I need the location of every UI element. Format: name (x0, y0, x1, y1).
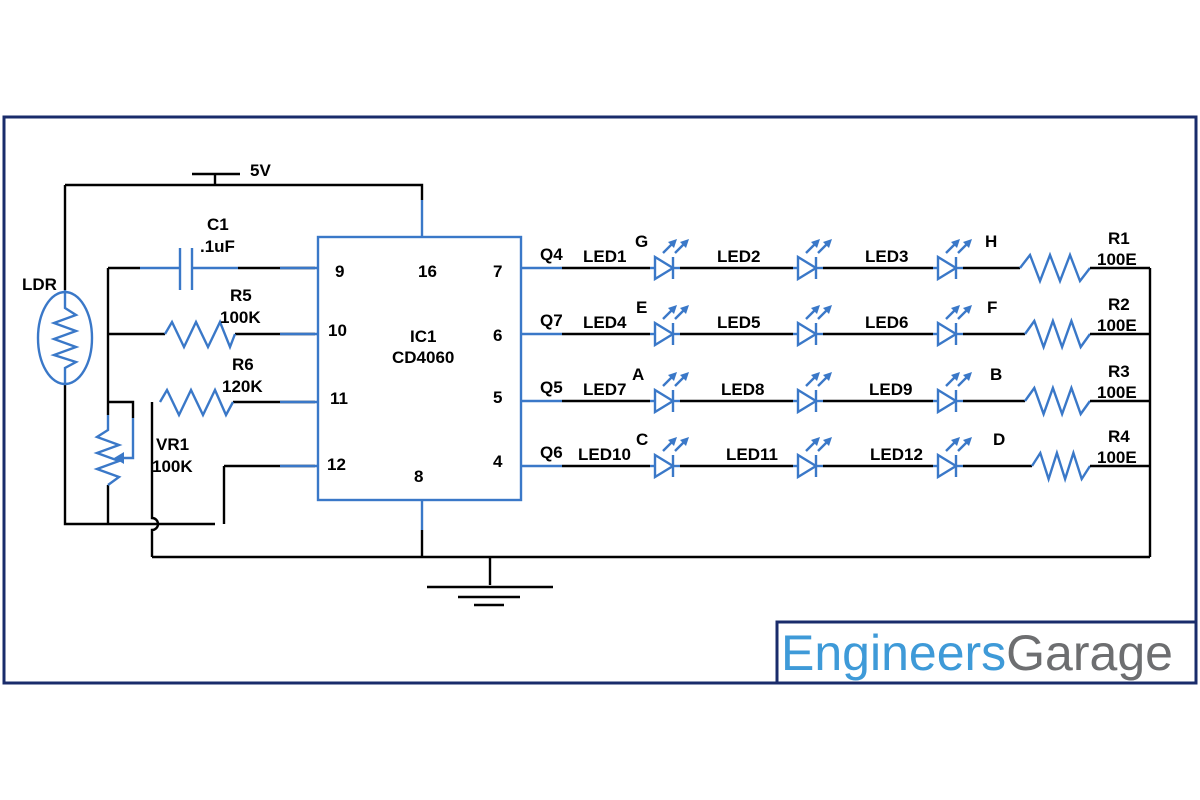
capacitor-c1 (140, 248, 238, 290)
led-symbol (650, 305, 689, 348)
output-row (521, 372, 1150, 418)
pin-12: 12 (327, 455, 346, 474)
ldr-label: LDR (22, 275, 57, 294)
led-symbol (650, 372, 689, 415)
led-symbol (933, 437, 972, 480)
resistor-r6 (158, 387, 235, 418)
resistor-value: 100E (1097, 383, 1137, 402)
resistor-name: R1 (1108, 229, 1130, 248)
led-label: LED3 (865, 247, 908, 266)
segment-label-right: F (987, 298, 997, 317)
led-symbol (793, 305, 832, 348)
vr1-value: 100K (152, 457, 193, 476)
led-label: LED1 (583, 247, 626, 266)
resistor-value: 100E (1097, 316, 1137, 335)
segment-label-left: C (636, 430, 648, 449)
led-label: LED7 (583, 380, 626, 399)
pin-6: 6 (493, 326, 502, 345)
led-label: LED5 (717, 313, 760, 332)
resistor-name: R4 (1108, 427, 1130, 446)
vr1-name: VR1 (156, 435, 189, 454)
c1-value: .1uF (200, 237, 235, 256)
logo-garage: Garage (1006, 625, 1173, 681)
pin-16: 16 (418, 262, 437, 281)
resistor-symbol (1030, 449, 1092, 483)
ic-cd4060 (280, 200, 523, 530)
led-symbol (933, 372, 972, 415)
output-row (521, 239, 1150, 285)
resistor-value: 100E (1097, 250, 1137, 269)
pin-11: 11 (330, 389, 348, 408)
q-output-label: Q6 (540, 443, 563, 462)
resistor-name: R3 (1108, 362, 1130, 381)
resistor-symbol (1024, 384, 1091, 418)
led-label: LED9 (869, 380, 912, 399)
led-symbol (933, 239, 972, 282)
pin-5: 5 (493, 388, 502, 407)
led-label: LED4 (583, 313, 627, 332)
r6-value: 120K (222, 377, 263, 396)
output-rows: LED1 LED2 LED3 Q4 G H R1 100E LED4 LED5 LED6 Q7 E F R2… (521, 229, 1150, 483)
resistor-name: R2 (1108, 295, 1130, 314)
segment-label-right: H (985, 232, 997, 251)
ldr-symbol (36, 290, 94, 386)
resistor-value: 100E (1097, 448, 1137, 467)
led-label: LED10 (578, 445, 631, 464)
resistor-symbol (1019, 251, 1091, 285)
pin-10: 10 (328, 321, 347, 340)
diagram-frame (2, 115, 1198, 685)
led-symbol (793, 437, 832, 480)
resistor-symbol (1024, 317, 1091, 351)
output-row (521, 305, 1150, 351)
ic-name: IC1 (410, 327, 436, 346)
segment-label-right: D (993, 430, 1005, 449)
r6-name: R6 (232, 355, 254, 374)
pin-7: 7 (493, 262, 502, 281)
potentiometer-vr1 (93, 415, 135, 486)
led-label: LED6 (865, 313, 908, 332)
svg-text:EngineersGarage: EngineersGarage (781, 625, 1173, 681)
output-row (521, 437, 1150, 483)
led-label: LED12 (870, 445, 923, 464)
led-symbol (933, 305, 972, 348)
led-label: LED11 (726, 445, 778, 464)
r5-name: R5 (230, 286, 252, 305)
pin-8: 8 (414, 467, 423, 486)
segment-label-left: G (635, 232, 648, 251)
q-output-label: Q4 (540, 245, 563, 264)
supply-label: 5V (250, 161, 271, 180)
led-symbol (650, 239, 689, 282)
led-label: LED2 (717, 247, 760, 266)
logo-engineers: Engineers (781, 625, 1006, 681)
resistor-r5 (163, 319, 237, 351)
q-output-label: Q5 (540, 378, 563, 397)
led-symbol (650, 437, 689, 480)
pin-9: 9 (335, 262, 344, 281)
c1-name: C1 (207, 215, 229, 234)
led-symbol (793, 372, 832, 415)
led-label: LED8 (721, 380, 764, 399)
segment-label-left: A (632, 365, 644, 384)
segment-label-right: B (990, 365, 1002, 384)
r5-value: 100K (220, 308, 261, 327)
led-symbol (793, 239, 832, 282)
segment-label-left: E (636, 298, 647, 317)
ic-part: CD4060 (392, 348, 454, 367)
engineers-garage-logo: EngineersGarage (775, 620, 1198, 685)
pin-4: 4 (493, 452, 503, 471)
q-output-label: Q7 (540, 311, 563, 330)
